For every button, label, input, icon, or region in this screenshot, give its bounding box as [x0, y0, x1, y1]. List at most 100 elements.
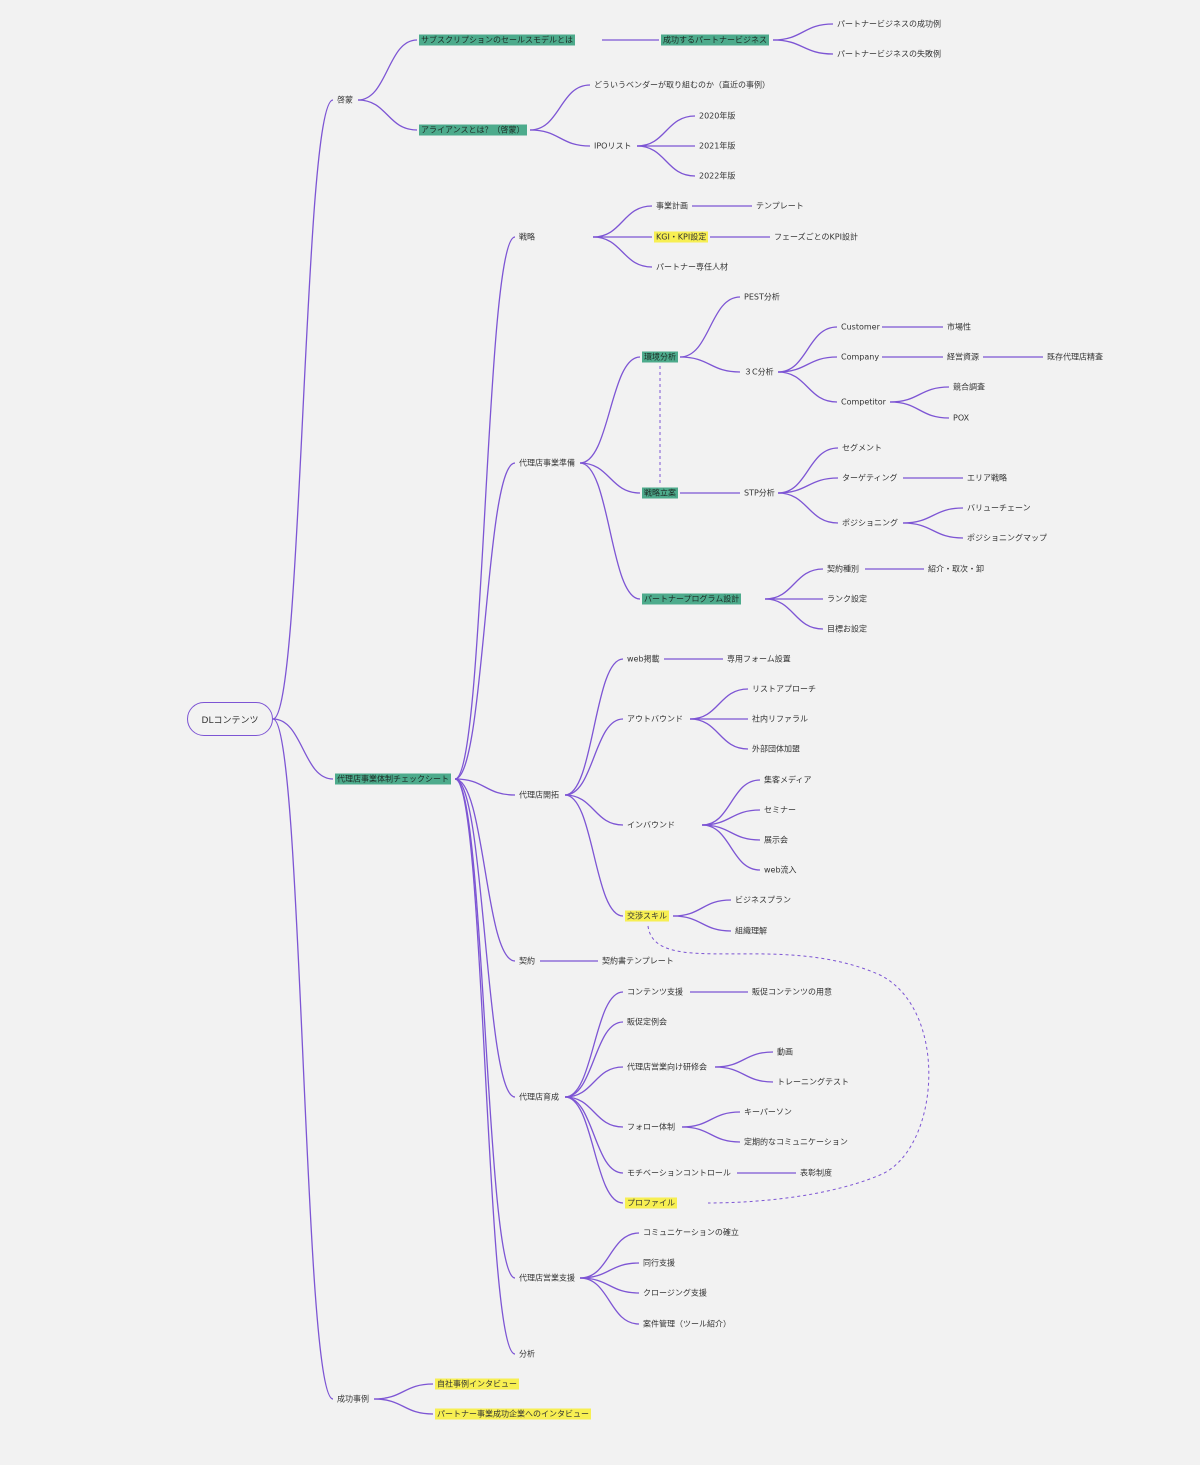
node-jisha-interview[interactable]: 自社事例インタビュー: [435, 1378, 519, 1390]
edge: [579, 462, 641, 494]
node-company[interactable]: Company: [841, 352, 880, 362]
node-teiki[interactable]: 定期的なコミュニケーション: [744, 1137, 848, 1147]
node-business-plan[interactable]: ビジネスプラン: [735, 895, 791, 905]
node-ikusei[interactable]: 代理店育成: [519, 1092, 559, 1102]
node-contents-shien[interactable]: コンテンツ支援: [627, 987, 683, 997]
node-rank[interactable]: ランク設定: [827, 594, 867, 604]
node-soshiki[interactable]: 組織理解: [735, 926, 767, 936]
node-keiyaku[interactable]: 契約: [519, 956, 535, 966]
node-keiei[interactable]: 経営資源: [947, 352, 979, 362]
node-subscription[interactable]: サブスクリプションのセールスモデルとは: [419, 34, 575, 46]
edge: [357, 99, 418, 131]
edge: [764, 598, 824, 630]
node-customer[interactable]: Customer: [841, 322, 880, 332]
node-web-ryuunyuu[interactable]: web流入: [764, 865, 797, 875]
edge: [592, 205, 653, 238]
node-3c[interactable]: ３C分析: [744, 367, 774, 377]
edge: [764, 568, 824, 600]
node-comm-kakuritsu[interactable]: コミュニケーションの確立: [643, 1228, 739, 1237]
node-key-person[interactable]: キーパーソン: [744, 1107, 792, 1117]
node-senryaku-ritsuan[interactable]: 戦略立案: [642, 487, 678, 499]
node-kaitaku[interactable]: 代理店開拓: [519, 790, 559, 800]
node-pest[interactable]: PEST分析: [744, 292, 780, 302]
node-eigyou-shien[interactable]: 代理店営業支援: [519, 1273, 575, 1283]
node-keiyakusho[interactable]: 契約書テンプレート: [602, 956, 674, 966]
node-kenshuu[interactable]: 代理店営業向け研修会: [627, 1062, 707, 1072]
node-positioning[interactable]: ポジショニング: [842, 518, 898, 528]
node-bunseki[interactable]: 分析: [519, 1349, 535, 1359]
node-senryaku[interactable]: 戦略: [519, 232, 535, 242]
node-keimou[interactable]: 啓蒙: [337, 95, 353, 105]
node-list-approach[interactable]: リストアプローチ: [752, 684, 816, 694]
node-form[interactable]: 専用フォーム設置: [727, 654, 791, 664]
node-program[interactable]: パートナープログラム設計: [642, 593, 742, 605]
node-mokuhyou[interactable]: 目標お設定: [827, 624, 867, 634]
node-motivation[interactable]: モチベーションコントロール: [627, 1168, 731, 1178]
edge: [564, 718, 624, 796]
edge: [564, 1096, 624, 1204]
node-area[interactable]: エリア戦略: [967, 473, 1007, 483]
node-shuukyaku[interactable]: 集客メディア: [764, 775, 812, 785]
node-checksheet[interactable]: 代理店事業体制チェックシート: [335, 773, 451, 785]
node-competitor[interactable]: Competitor: [841, 397, 886, 407]
node-template[interactable]: テンプレート: [756, 201, 804, 211]
node-tenjikai[interactable]: 展示会: [764, 835, 788, 845]
node-kizon[interactable]: 既存代理店精査: [1047, 352, 1103, 362]
node-phase-kpi[interactable]: フェーズごとのKPI設計: [774, 232, 858, 242]
edge: [373, 1383, 434, 1400]
node-inbound[interactable]: インバウンド: [627, 820, 675, 830]
node-pox[interactable]: POX: [953, 413, 970, 423]
node-kyougou[interactable]: 競合調査: [953, 382, 985, 392]
node-koushou[interactable]: 交渉スキル: [625, 910, 669, 922]
node-shanai[interactable]: 社内リファラル: [752, 714, 808, 724]
edge-root-keimou: [272, 99, 334, 720]
node-shijousei[interactable]: 市場性: [947, 322, 971, 332]
node-vendor[interactable]: どういうベンダーが取り組むのか（直近の事例）: [594, 80, 770, 90]
node-web-keisai[interactable]: web掲載: [627, 654, 660, 664]
node-hansoku-contents[interactable]: 販促コンテンツの用意: [752, 987, 832, 997]
node-doukou[interactable]: 同行支援: [643, 1258, 675, 1268]
node-follow[interactable]: フォロー体制: [627, 1122, 675, 1132]
node-gaibu[interactable]: 外部団体加盟: [752, 744, 800, 754]
node-partner-failure[interactable]: パートナービジネスの失敗例: [837, 49, 941, 59]
node-hansoku-teirei[interactable]: 販促定例会: [627, 1017, 667, 1027]
node-ipo[interactable]: IPOリスト: [594, 141, 632, 151]
node-training-test[interactable]: トレーニングテスト: [777, 1077, 849, 1087]
node-profile[interactable]: プロファイル: [625, 1197, 677, 1209]
node-douga[interactable]: 動画: [777, 1047, 793, 1057]
node-kgi[interactable]: KGI・KPI設定: [654, 231, 709, 243]
node-targeting[interactable]: ターゲティング: [842, 473, 898, 483]
node-jigyou-keikaku[interactable]: 事業計画: [656, 201, 688, 211]
node-keiyaku-shubetsu[interactable]: 契約種別: [827, 564, 859, 574]
node-outbound[interactable]: アウトバウンド: [627, 714, 683, 724]
node-value-chain[interactable]: バリューチェーン: [967, 503, 1031, 513]
node-partner-success[interactable]: パートナービジネスの成功例: [837, 19, 941, 29]
edge-root-checksheet: [272, 718, 334, 780]
edge: [681, 1126, 741, 1143]
edge: [564, 1096, 624, 1128]
node-hyoushou[interactable]: 表彰制度: [800, 1168, 832, 1178]
node-shoukai[interactable]: 紹介・取次・卸: [928, 564, 984, 574]
node-junbi[interactable]: 代理店事業準備: [519, 458, 575, 468]
node-stp[interactable]: STP分析: [744, 488, 775, 498]
node-partner-staff[interactable]: パートナー専任人材: [656, 262, 728, 272]
edge: [689, 688, 749, 720]
node-2020[interactable]: 2020年版: [699, 111, 736, 121]
node-partner-interview[interactable]: パートナー事業成功企業へのインタビュー: [435, 1408, 591, 1420]
node-2022[interactable]: 2022年版: [699, 171, 736, 181]
node-alliance[interactable]: アライアンスとは？（啓蒙）: [419, 124, 527, 136]
root-node[interactable]: DLコンテンツ: [187, 702, 273, 736]
edge: [592, 236, 653, 268]
node-2021[interactable]: 2021年版: [699, 141, 736, 151]
node-seminar[interactable]: セミナー: [764, 805, 796, 815]
node-kankyou[interactable]: 環境分析: [642, 351, 678, 363]
edge: [357, 39, 418, 101]
node-segment[interactable]: セグメント: [842, 443, 882, 453]
node-anken[interactable]: 案件管理（ツール紹介）: [643, 1319, 731, 1329]
node-closing[interactable]: クロージング支援: [643, 1288, 707, 1298]
edge: [672, 915, 732, 932]
node-seikou-partner[interactable]: 成功するパートナービジネス: [661, 34, 769, 46]
edge: [454, 778, 516, 1098]
node-seikou-jirei[interactable]: 成功事例: [337, 1394, 369, 1404]
node-pos-map[interactable]: ポジショニングマップ: [967, 533, 1047, 543]
